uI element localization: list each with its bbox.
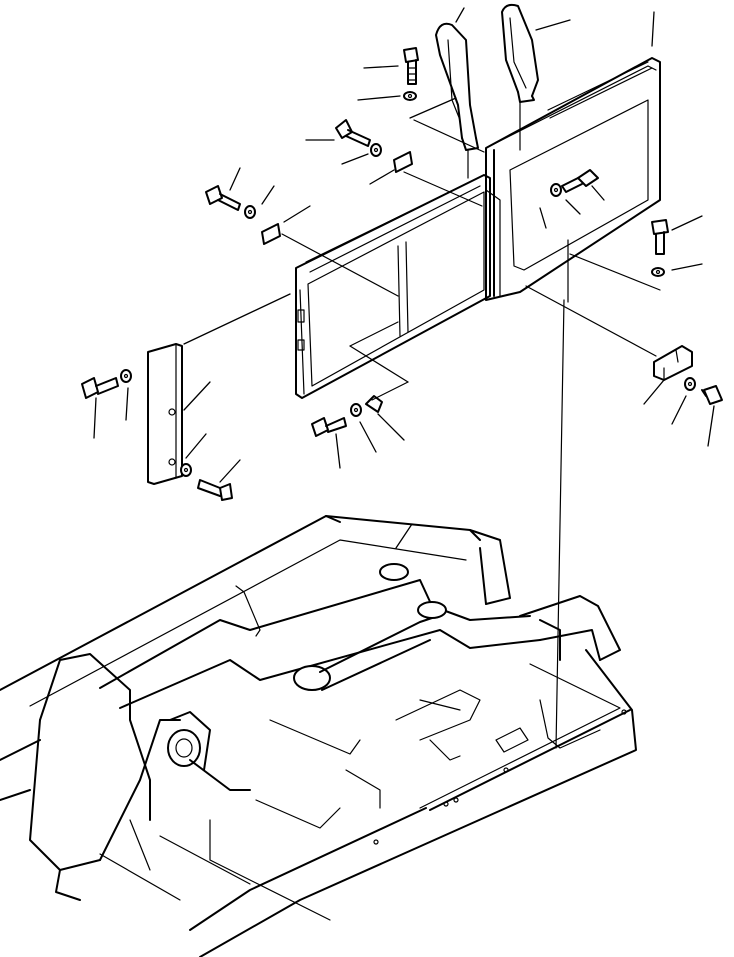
bolt-icon: [311, 417, 347, 437]
washer-icon: [120, 369, 132, 383]
washer-icon: [350, 403, 362, 417]
bolt-icon: [651, 219, 669, 255]
lower-step-panel: [295, 174, 491, 399]
bolt-icon: [335, 119, 371, 147]
shim-lower: [261, 223, 281, 245]
washer-icon: [550, 183, 562, 197]
mounting-bar: [147, 343, 183, 485]
bolt-icon: [561, 169, 599, 193]
washer-icon: [370, 143, 382, 157]
mounting-bracket: [653, 345, 693, 381]
washer-icon: [403, 91, 417, 101]
handrail-left: [435, 22, 479, 151]
washer-icon: [180, 463, 192, 477]
upper-step-panel: [485, 57, 661, 301]
bolt-icon: [205, 185, 241, 211]
shim-upper: [393, 151, 413, 173]
washer-icon: [684, 377, 696, 391]
handrail-right: [501, 3, 539, 103]
bolt-icon: [81, 377, 119, 399]
bolt-icon: [701, 385, 723, 405]
bolt-icon: [197, 479, 233, 501]
bolt-icon: [403, 47, 419, 85]
washer-icon: [651, 267, 665, 277]
clip: [365, 395, 383, 413]
machine-frame: [0, 515, 637, 957]
leader-lines: [93, 7, 715, 749]
washer-icon: [244, 205, 256, 219]
